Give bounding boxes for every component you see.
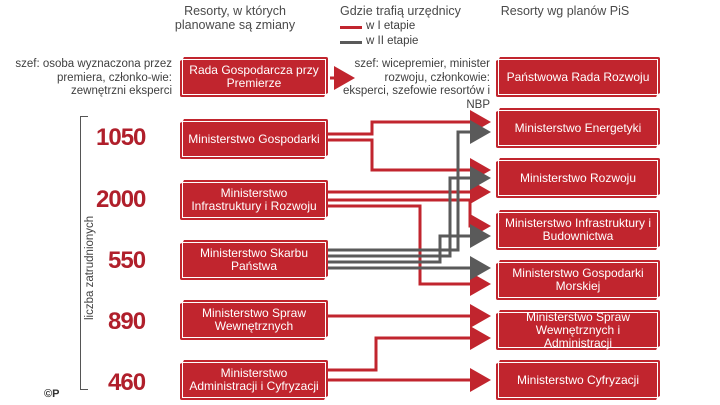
employees-administracji: 460 — [108, 369, 146, 396]
box-ministerstwo-administracji: Ministerstwo Administracji i Cyfryzacji — [179, 359, 329, 401]
header-middle: Gdzie trafią urzędnicy — [340, 4, 461, 18]
axis-bracket-top — [80, 116, 88, 117]
arrow-infra-bud — [328, 198, 491, 238]
box-rada-gospodarcza-label: Rada Gospodarcza przy Premierze — [189, 63, 319, 90]
box-ministerstwo-infra-bud: Ministerstwo Infrastruktury i Budownictw… — [495, 209, 661, 251]
box-ministerstwo-skarbu-label: Ministerstwo Skarbu Państwa — [199, 246, 309, 273]
arrow-skarb-energ — [328, 120, 491, 252]
axis-bracket-bottom — [80, 389, 88, 390]
arrow-mac-swia — [328, 326, 491, 372]
box-panstwowa-rada-label: Państwowa Rada Rozwoju — [506, 69, 650, 84]
arrow-skarb-rozw — [328, 166, 491, 258]
box-ministerstwo-gospodarki: Ministerstwo Gospodarki — [179, 118, 329, 160]
box-ministerstwo-gosp-morskiej-label: Ministerstwo Gospodarki Morskiej — [512, 266, 644, 293]
box-ministerstwo-spraw-wewn: Ministerstwo Spraw Wewnętrznych — [179, 299, 329, 341]
arrow-gosp-energ — [328, 110, 491, 136]
note-left: szef: osoba wyznaczona przez premiera, c… — [15, 58, 172, 97]
box-ministerstwo-gospodarki-label: Ministerstwo Gospodarki — [188, 131, 320, 146]
box-ministerstwo-skarbu: Ministerstwo Skarbu Państwa — [179, 239, 329, 281]
legend-stage1-swatch — [340, 26, 362, 29]
box-ministerstwo-infrastruktury-label: Ministerstwo Infrastruktury i Rozwoju — [191, 186, 317, 213]
box-ministerstwo-energetyki-label: Ministerstwo Energetyki — [514, 120, 642, 135]
box-ministerstwo-rozwoju-label: Ministerstwo Rozwoju — [519, 170, 637, 185]
employees-gospodarki: 1050 — [96, 124, 146, 151]
box-ministerstwo-infrastruktury: Ministerstwo Infrastruktury i Rozwoju — [179, 179, 329, 221]
employees-spraw-wewn: 890 — [108, 308, 146, 335]
box-ministerstwo-swia: Ministerstwo Spraw Wewnętrznych i Admini… — [495, 309, 661, 351]
employees-skarbu: 550 — [108, 247, 146, 274]
box-rada-gospodarcza: Rada Gospodarcza przy Premierze — [179, 56, 329, 98]
box-ministerstwo-spraw-wewn-label: Ministerstwo Spraw Wewnętrznych — [201, 306, 307, 333]
legend-stage2-swatch — [340, 41, 362, 44]
arrow-skarb-bud — [328, 224, 491, 264]
copyright-mark: ©P — [44, 388, 60, 400]
legend-stage1-label: w I etapie — [366, 20, 416, 32]
arrow-gosp-rozw — [328, 138, 491, 182]
box-ministerstwo-rozwoju: Ministerstwo Rozwoju — [495, 157, 661, 199]
employees-infrastruktury: 2000 — [96, 186, 146, 213]
arrow-infra-mor — [328, 204, 491, 296]
note-right: szef: wicepremier, minister rozwoju, czł… — [343, 58, 490, 111]
box-ministerstwo-gosp-morskiej: Ministerstwo Gospodarki Morskiej — [495, 259, 661, 301]
box-ministerstwo-cyfryzacji: Ministerstwo Cyfryzacji — [495, 359, 661, 401]
axis-bracket — [80, 116, 81, 390]
header-left: Resorty, w których planowane są zmiany — [174, 4, 296, 32]
box-ministerstwo-swia-label: Ministerstwo Spraw Wewnętrznych i Admini… — [525, 309, 631, 350]
box-ministerstwo-cyfryzacji-label: Ministerstwo Cyfryzacji — [516, 372, 639, 387]
box-ministerstwo-administracji-label: Ministerstwo Administracji i Cyfryzacji — [189, 366, 319, 393]
legend-stage2-label: w II etapie — [366, 35, 419, 47]
box-ministerstwo-infra-bud-label: Ministerstwo Infrastruktury i Budownictw… — [504, 216, 652, 243]
box-ministerstwo-energetyki: Ministerstwo Energetyki — [495, 107, 661, 149]
box-panstwowa-rada: Państwowa Rada Rozwoju — [495, 56, 661, 98]
header-right: Resorty wg planów PiS — [500, 4, 630, 18]
